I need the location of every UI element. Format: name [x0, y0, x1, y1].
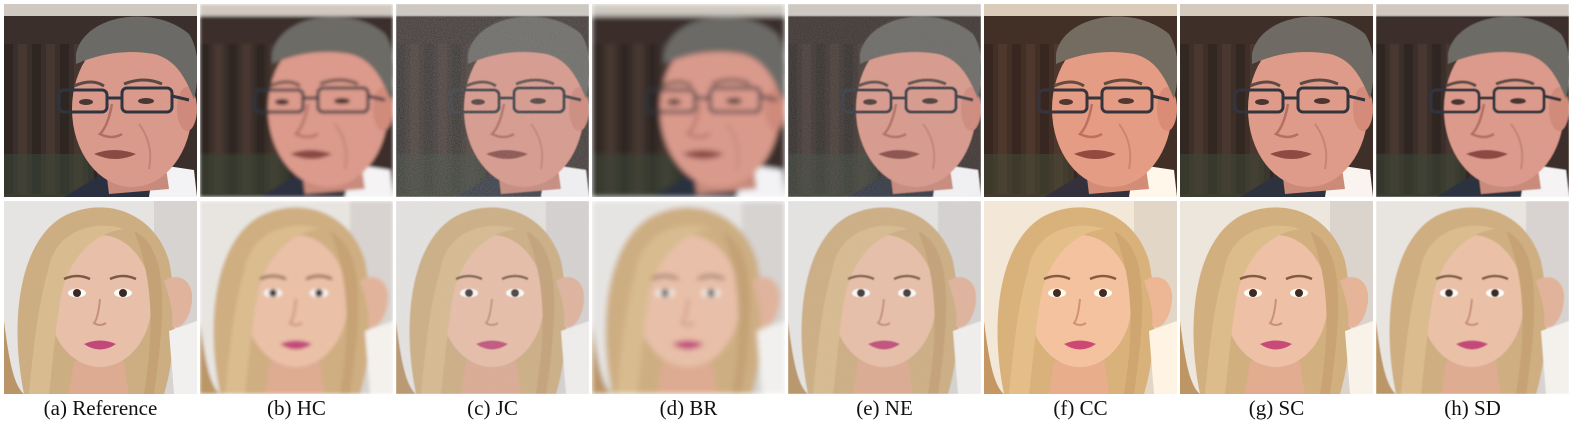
man-portrait-image — [788, 4, 981, 197]
image-grid — [4, 4, 1569, 394]
image-tile-woman-portrait-cc — [984, 201, 1177, 394]
caption-cc: (f) CC — [1053, 396, 1108, 420]
caption-hc: (b) HC — [267, 396, 326, 420]
man-portrait-image — [4, 4, 197, 197]
caption-row: (a) Reference (b) HC (c) JC (d) BR (e) NE (f)… — [4, 394, 1569, 422]
image-tile-woman-portrait-hc — [200, 201, 393, 394]
caption-sc: (g) SC — [1248, 396, 1305, 420]
woman-portrait-image — [4, 201, 197, 394]
woman-portrait-image — [984, 201, 1177, 394]
man-portrait-image — [396, 4, 589, 197]
man-portrait-image — [1180, 4, 1373, 197]
comparison-figure: (a) Reference (b) HC (c) JC (d) BR (e) NE (f)… — [4, 4, 1569, 424]
image-tile-woman-portrait-ne — [788, 201, 981, 394]
caption-sd: (h) SD — [1444, 396, 1501, 420]
image-tile-man-portrait-jc — [396, 4, 589, 197]
man-portrait-image — [592, 4, 785, 197]
man-portrait-image — [1376, 4, 1569, 197]
image-tile-woman-portrait-jc — [396, 201, 589, 394]
caption-jc: (c) JC — [467, 396, 518, 420]
image-tile-man-portrait-reference — [4, 4, 197, 197]
man-portrait-image — [984, 4, 1177, 197]
woman-portrait-image — [788, 201, 981, 394]
image-tile-man-portrait-hc — [200, 4, 393, 197]
image-tile-man-portrait-sc — [1180, 4, 1373, 197]
image-tile-man-portrait-sd — [1376, 4, 1569, 197]
woman-portrait-image — [592, 201, 785, 394]
woman-portrait-image — [200, 201, 393, 394]
caption-reference: (a) Reference — [43, 396, 158, 420]
image-tile-woman-portrait-br — [592, 201, 785, 394]
man-portrait-image — [200, 4, 393, 197]
woman-portrait-image — [1376, 201, 1569, 394]
image-tile-woman-portrait-sc — [1180, 201, 1373, 394]
woman-portrait-image — [1180, 201, 1373, 394]
woman-portrait-image — [396, 201, 589, 394]
image-tile-man-portrait-br — [592, 4, 785, 197]
caption-ne: (e) NE — [856, 396, 913, 420]
caption-br: (d) BR — [659, 396, 718, 420]
image-tile-woman-portrait-reference — [4, 201, 197, 394]
image-tile-man-portrait-cc — [984, 4, 1177, 197]
image-tile-woman-portrait-sd — [1376, 201, 1569, 394]
image-tile-man-portrait-ne — [788, 4, 981, 197]
